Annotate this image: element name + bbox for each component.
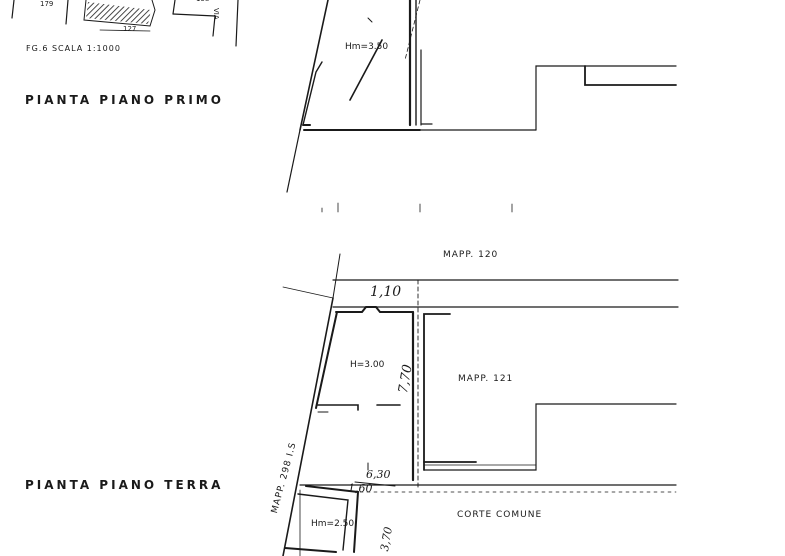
scan-marks xyxy=(321,202,513,213)
parcel-127-label: 127 xyxy=(123,25,137,33)
scale-note: FG.6 SCALA 1:1000 xyxy=(26,44,121,53)
parcel-179-label: 179 xyxy=(40,0,54,8)
ground-floor-title: PIANTA PIANO TERRA xyxy=(25,478,224,492)
first-floor-title: PIANTA PIANO PRIMO xyxy=(25,93,224,107)
cadastral-excerpt xyxy=(11,0,239,47)
dimension-3: 6,30 xyxy=(366,468,391,481)
ground-height: H=3.00 xyxy=(350,360,385,370)
street-label: VIA xyxy=(212,8,220,20)
small-room-height: Hm=2.50 xyxy=(311,519,355,529)
corte-comune-label: CORTE COMUNE xyxy=(457,510,543,520)
ground-floor-plan xyxy=(282,253,679,556)
parcel-ref-label: 158 xyxy=(196,0,209,3)
dimension-4: 1,60 xyxy=(348,482,373,495)
mapp-120-label: MAPP. 120 xyxy=(443,250,499,260)
dimension-1: 1,10 xyxy=(370,284,402,300)
first-floor-plan xyxy=(286,0,677,193)
mapp-121-label: MAPP. 121 xyxy=(458,374,514,384)
first-floor-height: Hm=3.50 xyxy=(345,42,389,52)
